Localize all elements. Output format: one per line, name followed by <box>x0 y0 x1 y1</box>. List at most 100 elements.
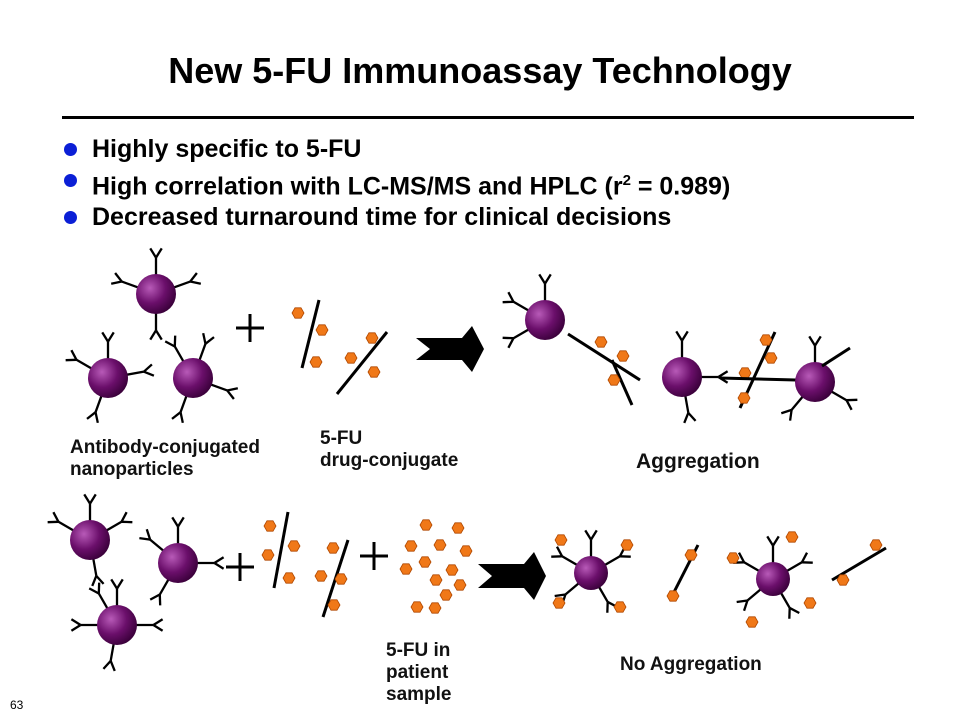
antibody-icon <box>133 618 164 632</box>
nanoparticle-icon <box>662 357 702 397</box>
nanoparticle-icon <box>525 300 565 340</box>
bullet-item: Decreased turnaround time for clinical d… <box>62 202 730 233</box>
drug-molecule-icon <box>552 597 566 609</box>
drug-molecule-icon <box>554 534 568 546</box>
drug-molecule-icon <box>334 573 348 585</box>
drug-molecule-icon <box>428 602 442 614</box>
plus-sign-bottom-2 <box>360 542 388 570</box>
drug-molecule-icon <box>445 564 459 576</box>
drug-molecule-icon <box>666 590 680 602</box>
nanoparticle-icon <box>158 543 198 583</box>
antibody-icon <box>538 273 552 304</box>
plus-sign-bottom-1 <box>226 553 254 581</box>
label-no-aggregation: No Aggregation <box>620 654 762 675</box>
drug-molecule-icon <box>726 552 740 564</box>
drug-molecule-icon <box>737 392 751 404</box>
arrow-top-icon <box>416 326 484 372</box>
antibody-icon <box>123 363 156 382</box>
drug-molecule-icon <box>620 539 634 551</box>
drug-molecule-icon <box>759 334 773 346</box>
plus-sign-top <box>236 314 264 342</box>
drug-molecule-icon <box>433 539 447 551</box>
drug-molecule-icon <box>738 367 752 379</box>
drug-molecule-icon <box>367 366 381 378</box>
bullet-dot-icon <box>64 174 77 187</box>
label-patient-sample: 5-FU in patient sample <box>386 640 452 705</box>
slide-title: New 5-FU Immunoassay Technology <box>168 50 792 91</box>
drug-molecule-icon <box>745 616 759 628</box>
drug-molecule-icon <box>399 563 413 575</box>
drug-molecule-icon <box>410 601 424 613</box>
antibody-icon <box>584 529 598 560</box>
antibody-icon <box>101 331 115 362</box>
bullet-dot-icon <box>64 143 77 156</box>
drug-molecule-icon <box>365 332 379 344</box>
drug-molecule-icon <box>803 597 817 609</box>
antibody-icon <box>83 493 97 524</box>
drug-molecule-icon <box>291 307 305 319</box>
label-nanoparticles: Antibody-conjugated nanoparticles <box>70 437 260 480</box>
drug-molecule-icon <box>282 572 296 584</box>
drug-molecule-icon <box>326 542 340 554</box>
drug-rod-icon <box>335 331 389 395</box>
drug-molecule-icon <box>439 589 453 601</box>
drug-molecule-icon <box>785 531 799 543</box>
antibody-icon <box>194 556 225 570</box>
nanoparticle-icon <box>88 358 128 398</box>
bullet-item: High correlation with LC-MS/MS and HPLC … <box>62 165 730 202</box>
nanoparticle-icon <box>756 562 790 596</box>
antibody-icon <box>675 330 689 361</box>
drug-molecule-icon <box>684 549 698 561</box>
antibody-icon <box>808 335 822 366</box>
drug-molecule-icon <box>607 374 621 386</box>
arrow-bottom-icon <box>478 552 546 600</box>
drug-molecule-icon <box>315 324 329 336</box>
label-drug-conjugate: 5-FU drug-conjugate <box>320 428 459 471</box>
nanoparticle-icon <box>574 556 608 590</box>
antibody-icon <box>70 618 101 632</box>
drug-molecule-icon <box>418 556 432 568</box>
nanoparticle-icon <box>70 520 110 560</box>
drug-molecule-icon <box>836 574 850 586</box>
drug-molecule-icon <box>344 352 358 364</box>
drug-molecule-icon <box>594 336 608 348</box>
antibody-icon <box>171 516 185 547</box>
drug-molecule-icon <box>287 540 301 552</box>
antibody-icon <box>86 555 105 588</box>
label-aggregation: Aggregation <box>636 450 760 473</box>
drug-molecule-icon <box>261 549 275 561</box>
drug-rod-icon <box>719 376 797 382</box>
bullet-item: Highly specific to 5-FU <box>62 134 730 165</box>
drug-molecule-icon <box>404 540 418 552</box>
antibody-icon <box>678 392 697 425</box>
nanoparticle-icon <box>173 358 213 398</box>
drug-molecule-icon <box>613 601 627 613</box>
title-divider <box>62 116 914 119</box>
drug-molecule-icon <box>764 352 778 364</box>
drug-molecule-icon <box>616 350 630 362</box>
drug-molecule-icon <box>419 519 433 531</box>
drug-molecule-icon <box>327 599 341 611</box>
antibody-icon <box>766 535 780 566</box>
drug-molecule-icon <box>451 522 465 534</box>
antibody-icon <box>149 310 163 341</box>
antibody-icon <box>110 578 124 609</box>
drug-molecule-icon <box>459 545 473 557</box>
antibody-icon <box>149 247 163 278</box>
nanoparticle-icon <box>136 274 176 314</box>
drug-molecule-icon <box>453 579 467 591</box>
drug-rod-icon <box>821 346 851 368</box>
drug-molecule-icon <box>869 539 883 551</box>
bullet-list: Highly specific to 5-FU High correlation… <box>62 134 730 233</box>
drug-rod-icon <box>272 511 290 589</box>
page-number: 63 <box>10 698 24 712</box>
nanoparticle-icon <box>795 362 835 402</box>
drug-rod-icon <box>567 332 641 382</box>
drug-molecule-icon <box>309 356 323 368</box>
drug-molecule-icon <box>263 520 277 532</box>
drug-molecule-icon <box>314 570 328 582</box>
drug-rod-icon <box>610 359 634 406</box>
antibody-icon <box>102 640 121 673</box>
drug-rod-icon <box>300 299 321 369</box>
